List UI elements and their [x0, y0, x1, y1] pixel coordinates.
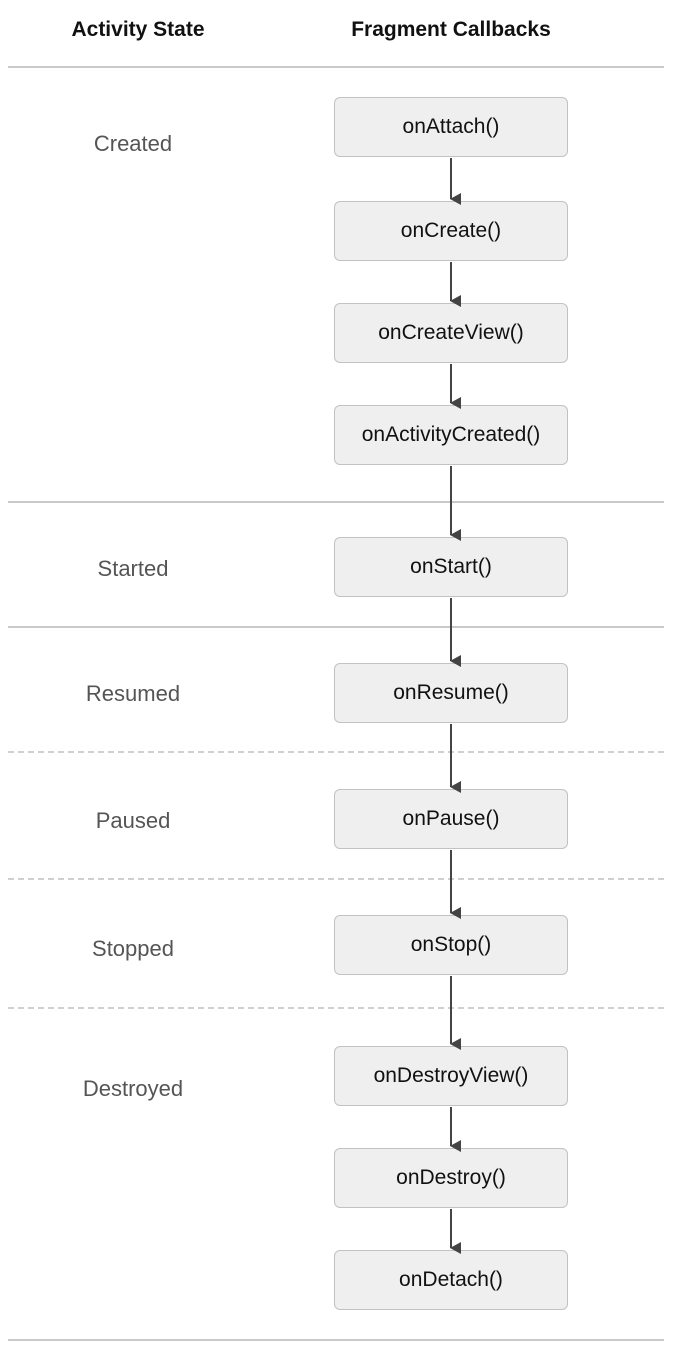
- divider-stopped-destroyed: [8, 1007, 664, 1009]
- state-destroyed: Destroyed: [82, 1076, 184, 1101]
- divider-started-resumed: [8, 626, 664, 628]
- callback-onstop: onStop(): [334, 915, 568, 975]
- state-created: Created: [93, 131, 173, 156]
- divider-paused-stopped: [8, 878, 664, 880]
- callback-onpause: onPause(): [334, 789, 568, 849]
- callback-onstart: onStart(): [334, 537, 568, 597]
- callback-ondestroyview: onDestroyView(): [334, 1046, 568, 1106]
- callback-onattach: onAttach(): [334, 97, 568, 157]
- divider-created-started: [8, 501, 664, 503]
- state-stopped: Stopped: [92, 936, 174, 961]
- state-resumed: Resumed: [85, 681, 181, 706]
- callback-ondetach: onDetach(): [334, 1250, 568, 1310]
- fragment-callbacks-header: Fragment Callbacks: [351, 18, 551, 41]
- header-divider: [8, 66, 664, 68]
- divider-resumed-paused: [8, 751, 664, 753]
- state-started: Started: [97, 556, 169, 581]
- callback-oncreate: onCreate(): [334, 201, 568, 261]
- state-paused: Paused: [95, 808, 171, 833]
- callback-onresume: onResume(): [334, 663, 568, 723]
- callback-ondestroy: onDestroy(): [334, 1148, 568, 1208]
- footer-divider: [8, 1339, 664, 1341]
- activity-state-header: Activity State: [71, 18, 205, 41]
